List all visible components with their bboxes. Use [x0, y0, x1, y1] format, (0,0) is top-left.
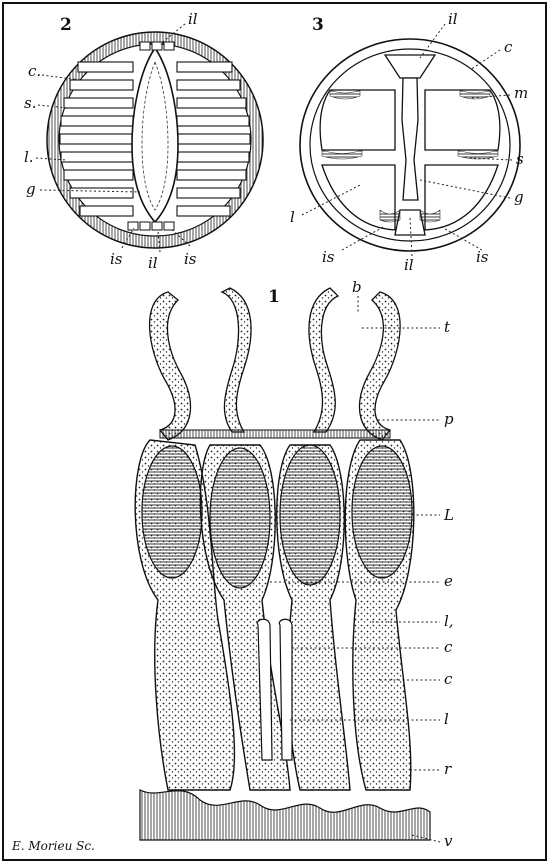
fig3-label-il-bottom: il: [404, 256, 414, 274]
fig1-label-r: r: [444, 760, 452, 778]
fig3-label-l: l: [290, 208, 295, 226]
fig1-tentacles: [150, 288, 401, 440]
figure-1-longitudinal-section: 1: [135, 278, 454, 850]
fig2-label-is-right: is: [184, 250, 197, 268]
fig3-label-il-top: il: [448, 10, 458, 28]
fig2-interseptal-top: [140, 42, 174, 50]
figure-1-number: 1: [268, 287, 280, 307]
fig1-label-L: L: [443, 506, 454, 524]
fig2-label-s: s.: [24, 94, 36, 112]
fig2-label-g: g: [26, 180, 36, 198]
fig2-lamellae-right: [177, 62, 250, 216]
fig2-label-c: c.: [28, 62, 41, 80]
engraver-signature: E. Morieu Sc.: [11, 839, 95, 853]
fig1-connecting-band: [160, 430, 390, 438]
fig1-label-c2: c: [444, 670, 453, 688]
fig3-label-s: s: [516, 150, 524, 168]
fig2-label-is-left: is: [110, 250, 123, 268]
fig1-label-v: v: [444, 832, 453, 850]
fig1-label-l1: l,: [444, 612, 454, 630]
fig3-label-m: m: [514, 84, 528, 102]
fig3-label-c: c: [504, 38, 513, 56]
fig1-label-e: e: [444, 572, 453, 590]
fig2-label-il-bottom: il: [148, 254, 158, 272]
figure-2-number: 2: [60, 15, 72, 35]
figure-3-number: 3: [312, 15, 324, 35]
figure-3-cross-section: 3 il c m s g: [290, 10, 528, 274]
fig1-label-b: b: [352, 278, 362, 296]
fig1-label-l2: l: [444, 710, 449, 728]
fig3-label-is-right: is: [476, 248, 489, 266]
fig3-label-is-left: is: [322, 248, 335, 266]
fig3-label-g: g: [514, 188, 524, 206]
fig1-label-p: p: [444, 410, 454, 428]
fig1-base: [140, 790, 430, 840]
fig2-label-il-top: il: [188, 10, 198, 28]
fig2-label-l: l.: [24, 148, 34, 166]
fig1-label-c1: c: [444, 638, 453, 656]
fig1-label-t: t: [444, 318, 451, 336]
fig2-lamellae-left: [60, 62, 133, 216]
figure-2-cross-section: 2: [24, 10, 263, 272]
fig3-gonad: [402, 78, 418, 200]
